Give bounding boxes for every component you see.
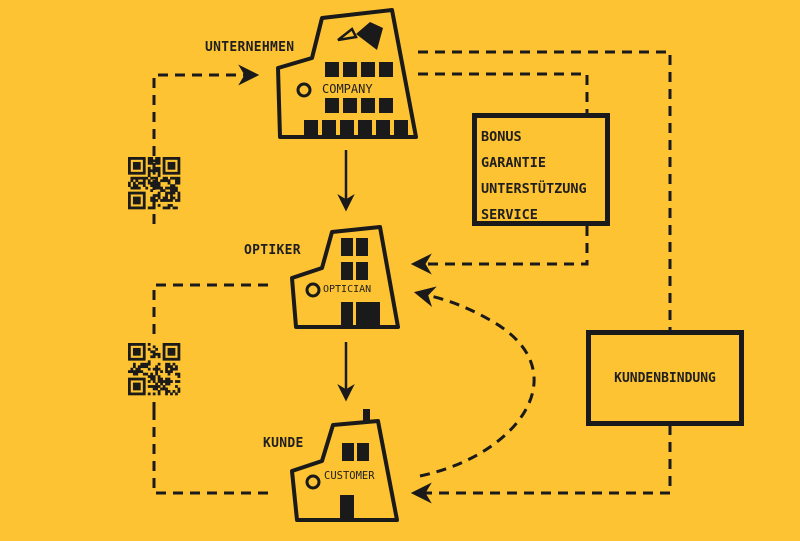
company-building-icon (276, 8, 418, 139)
benefit-item: BONUS (481, 129, 522, 145)
optician-building-icon (290, 225, 400, 329)
benefit-item: SERVICE (481, 207, 538, 223)
loyalty-label: KUNDENBINDUNG (614, 370, 716, 386)
connector-benefits-to-optician (410, 226, 589, 275)
benefits-box: BONUS GARANTIE UNTERSTÜTZUNG SERVICE (472, 113, 610, 226)
optician-building-text: OPTICIAN (323, 284, 372, 295)
company-building-text: COMPANY (322, 82, 373, 96)
optician-label: OPTIKER (244, 243, 301, 258)
customer-label: KUNDE (263, 436, 304, 451)
customer-building-text: CUSTOMER (324, 470, 375, 482)
loyalty-box: KUNDENBINDUNG (586, 330, 744, 426)
connector-company-to-benefits (418, 72, 589, 113)
qr-code-icon (128, 343, 181, 396)
qr-code-icon (128, 157, 181, 210)
connector-customer-to-qr (152, 410, 268, 495)
customer-building-icon (290, 409, 399, 522)
connector-customer-to-optician-curve (413, 286, 536, 478)
benefit-item: UNTERSTÜTZUNG (481, 181, 587, 197)
benefit-item: GARANTIE (481, 155, 547, 171)
company-label: UNTERNEHMEN (205, 40, 295, 55)
connector-loyalty-to-customer (410, 425, 672, 504)
connector-optician-to-qr (152, 283, 268, 335)
